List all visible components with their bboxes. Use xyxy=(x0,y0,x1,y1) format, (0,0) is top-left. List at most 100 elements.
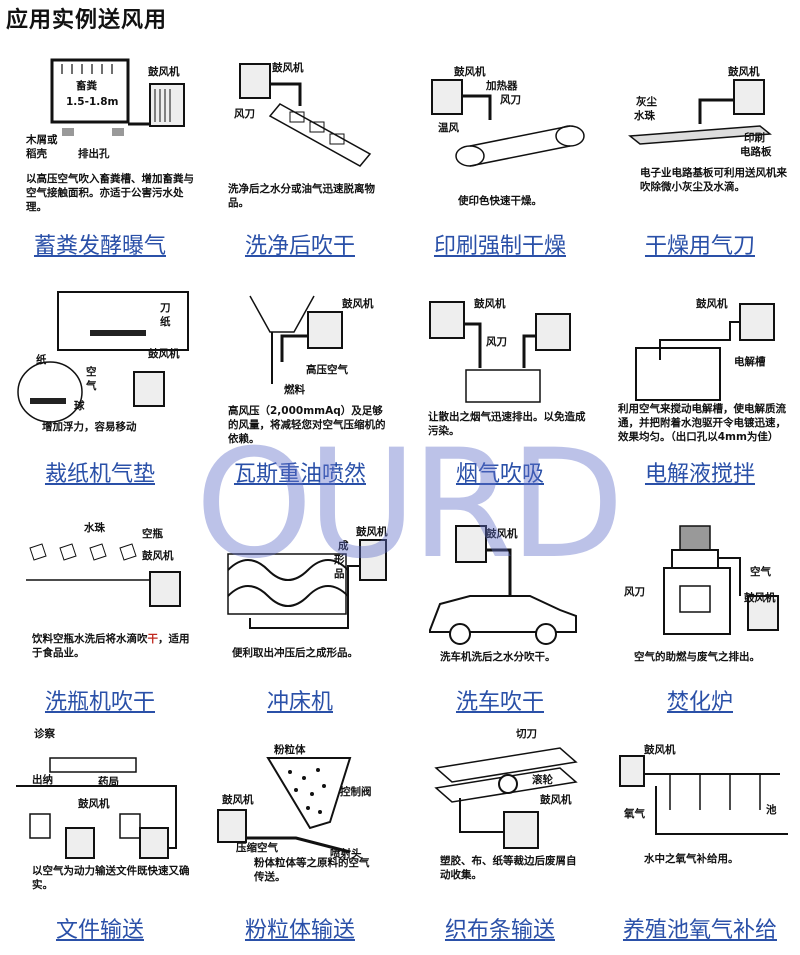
cell-fabric-strip: 切刀 滚轮 鼓风机 塑胶、布、纸等裁边后废屑自动收集。 织布条输送 xyxy=(400,728,600,955)
cell-document-transport: 诊察 出纳 药局 鼓风机 以空气为动力输送文件既快速又确实。 文件输送 xyxy=(0,728,200,955)
link-manure-aeration[interactable]: 蓄粪发酵曝气 xyxy=(33,234,166,259)
pneumatic-tube-illustration xyxy=(16,757,177,859)
link-air-knife[interactable]: 干燥用气刀 xyxy=(644,234,755,259)
link-press[interactable]: 冲床机 xyxy=(266,690,333,715)
link-bottle-dry[interactable]: 洗瓶机吹干 xyxy=(44,690,155,715)
bottle-line-illustration xyxy=(26,543,181,607)
bottle-dry-diagram: 水珠 空瓶 鼓风机 饮料空瓶水洗后将水滴吹干，适用于食品业。 xyxy=(0,500,200,680)
description-pre: 饮料空瓶水洗后将水滴吹 xyxy=(32,633,148,645)
paper-cushion-diagram: 刀 纸 鼓风机 纸 空 气 球 增加浮力，容易移动 xyxy=(0,272,200,452)
fume-extract-diagram: 鼓风机 风刀 让散出之烟气迅速排出。以免造成污染。 xyxy=(400,272,600,452)
fume-hood-illustration xyxy=(429,301,571,403)
hopper-illustration xyxy=(217,757,352,854)
description: 水中之氧气补给用。 xyxy=(644,853,739,865)
label-blower: 鼓风机 xyxy=(644,744,676,756)
cell-car-wash: 鼓风机 洗车机洗后之水分吹干。 洗车吹干 xyxy=(400,500,600,727)
press-diagram: 鼓风机 成 形 品 便利取出冲压后之成形品。 xyxy=(200,500,400,680)
label-paper: 纸 xyxy=(160,316,171,328)
label-manure: 畜粪 xyxy=(76,80,97,92)
link-document-transport[interactable]: 文件输送 xyxy=(55,918,144,943)
link-wash-dry[interactable]: 洗净后吹干 xyxy=(244,234,355,259)
label-oxygen: 氧气 xyxy=(624,808,645,820)
cell-incinerator: 空气 风刀 鼓风机 空气的助燃与废气之排出。 焚化炉 xyxy=(600,500,800,727)
label-powder: 粉粒体 xyxy=(274,744,306,756)
label-depth: 1.5-1.8m xyxy=(66,96,119,108)
label-formed-2: 形 xyxy=(334,554,345,566)
label-fuel: 燃料 xyxy=(284,384,305,396)
label-cashier: 出纳 xyxy=(32,774,53,786)
label-water: 水珠 xyxy=(634,110,655,122)
cell-electrolyte-mixing: 鼓风机 电解槽 利用空气来搅动电解槽，使电解质流通，并把附着水泡驱开令电镀迅速，… xyxy=(600,272,800,499)
circuit-board-illustration xyxy=(628,79,772,145)
wash-line-illustration xyxy=(239,63,372,167)
label-water-drop: 水珠 xyxy=(84,522,105,534)
label-blower: 鼓风机 xyxy=(142,550,174,562)
link-incinerator[interactable]: 焚化炉 xyxy=(666,690,733,715)
label-nozzle: 喷射头 xyxy=(330,848,362,860)
cutter-roller-illustration xyxy=(434,747,578,849)
car-illustration xyxy=(429,525,577,645)
label-blower: 鼓风机 xyxy=(272,62,304,74)
print-drying-diagram: 鼓风机 加热器 风刀 温风 使印色快速干燥。 xyxy=(400,44,600,224)
cell-pond-oxygen: 鼓风机 氧气 池 水中之氧气补给用。 养殖池氧气补给 xyxy=(600,728,800,955)
label-blower: 鼓风机 xyxy=(78,798,110,810)
label-circuit-board: 电路板 xyxy=(740,146,772,158)
description: 利用空气来搅动电解槽，使电解质流通，并把附着水泡驱开令电镀迅速，效果均匀。（出口… xyxy=(618,403,786,443)
label-compressed-air: 压缩空气 xyxy=(236,842,278,854)
label-air-knife: 风刀 xyxy=(486,336,507,348)
description: 洗净后之水分或油气迅速脱离物品。 xyxy=(228,183,375,209)
description: 以空气为动力输送文件既快速又确实。 xyxy=(32,865,190,891)
link-powder-transport[interactable]: 粉粒体输送 xyxy=(244,918,355,943)
label-blower: 鼓风机 xyxy=(148,348,180,360)
electrolyte-mixing-diagram: 鼓风机 电解槽 利用空气来搅动电解槽，使电解质流通，并把附着水泡驱开令电镀迅速，… xyxy=(600,272,800,452)
manure-aeration-diagram: 鼓风机 畜粪 1.5-1.8m 木屑或 稻壳 排出孔 以高压空气吹入畜粪槽、增加… xyxy=(0,44,200,224)
label-diagnosis: 诊察 xyxy=(34,728,55,740)
label-ball: 球 xyxy=(74,400,85,412)
label-air-knife: 风刀 xyxy=(500,94,521,106)
label-air: 空气 xyxy=(750,566,771,578)
pond-oxygen-diagram: 鼓风机 氧气 池 水中之氧气补给用。 xyxy=(600,728,800,908)
label-high-pressure-air: 高压空气 xyxy=(306,364,348,376)
link-fabric-strip[interactable]: 织布条输送 xyxy=(444,918,555,943)
description: 粉体粒体等之原料的空气传送。 xyxy=(254,857,370,883)
link-electrolyte-mixing[interactable]: 电解液搅拌 xyxy=(644,462,755,487)
label-blower: 鼓风机 xyxy=(148,66,180,78)
cell-press: 鼓风机 成 形 品 便利取出冲压后之成形品。 冲床机 xyxy=(200,500,400,727)
link-fume-extract[interactable]: 烟气吹吸 xyxy=(455,462,544,487)
label-blower: 鼓风机 xyxy=(356,526,388,538)
description: 电子业电路基板可利用送风机来吹除微小灰尘及水滴。 xyxy=(640,167,787,193)
label-control-valve: 控制阀 xyxy=(340,786,372,798)
link-print-drying[interactable]: 印刷强制干燥 xyxy=(433,234,566,259)
fabric-strip-diagram: 切刀 滚轮 鼓风机 塑胶、布、纸等裁边后废屑自动收集。 xyxy=(400,728,600,908)
label-air-knife: 风刀 xyxy=(624,586,645,598)
powder-transport-diagram: 粉粒体 鼓风机 控制阀 压缩空气 喷射头 粉体粒体等之原料的空气传送。 xyxy=(200,728,400,908)
link-pond-oxygen[interactable]: 养殖池氧气补给 xyxy=(622,918,777,943)
label-heater: 加热器 xyxy=(486,80,518,92)
label-electrolysis-tank: 电解槽 xyxy=(734,356,766,368)
description-post: ，适用于食品业。 xyxy=(32,633,190,659)
label-knife: 刀 xyxy=(160,302,171,314)
aquaculture-pond-illustration xyxy=(619,755,788,835)
label-roller: 滚轮 xyxy=(532,774,553,786)
label-printed: 印刷 xyxy=(744,132,765,144)
label-air-knife: 风刀 xyxy=(234,108,255,120)
incinerator-illustration xyxy=(663,525,779,635)
burner-illustration xyxy=(249,295,343,384)
description: 以高压空气吹入畜粪槽、增加畜粪与空气接触面积。亦适于公害污水处理。 xyxy=(26,173,194,213)
link-oil-burner[interactable]: 瓦斯重油喷然 xyxy=(233,462,366,487)
label-blower: 鼓风机 xyxy=(222,794,254,806)
electrolysis-tank-illustration xyxy=(635,303,775,401)
label-pond: 池 xyxy=(766,804,777,816)
label-air-1: 空 xyxy=(86,366,97,378)
description: 增加浮力，容易移动 xyxy=(42,421,137,433)
description: 洗车机洗后之水分吹干。 xyxy=(440,651,556,663)
link-car-wash[interactable]: 洗车吹干 xyxy=(455,690,544,715)
cell-powder-transport: 粉粒体 鼓风机 控制阀 压缩空气 喷射头 粉体粒体等之原料的空气传送。 粉粒体输… xyxy=(200,728,400,955)
link-paper-cushion[interactable]: 裁纸机气垫 xyxy=(44,462,155,487)
cell-paper-cushion: 刀 纸 鼓风机 纸 空 气 球 增加浮力，容易移动 裁纸机气垫 xyxy=(0,272,200,499)
cell-air-knife: 鼓风机 灰尘 水珠 印刷 电路板 电子业电路基板可利用送风机来吹除微小灰尘及水滴… xyxy=(600,44,800,271)
label-warm-air: 温风 xyxy=(438,122,459,134)
cell-bottle-dry: 水珠 空瓶 鼓风机 饮料空瓶水洗后将水滴吹干，适用于食品业。 洗瓶机吹干 xyxy=(0,500,200,727)
label-empty-bottle: 空瓶 xyxy=(142,528,163,540)
label-husk: 稻壳 xyxy=(26,148,47,160)
